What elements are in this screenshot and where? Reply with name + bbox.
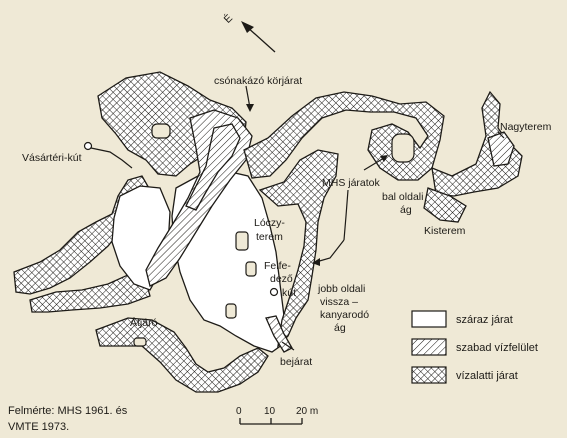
boat-circuit-channel-2 — [185, 123, 241, 211]
label-jobb-2: vissza – — [320, 296, 358, 308]
pillar-4 — [151, 123, 171, 139]
felfedezo-well-icon — [269, 287, 279, 297]
label-atjaro: Átjáró — [130, 316, 158, 329]
label-jobb-1: jobb oldali — [317, 283, 365, 295]
label-mhs: MHS járatok — [322, 177, 381, 189]
nagyterem-leader — [497, 131, 505, 139]
scale-tick-0: 0 — [236, 406, 242, 417]
legend-label-submerged: vízalatti járat — [456, 370, 518, 382]
vasarteri-well-icon — [83, 141, 93, 151]
csonakazo-arrow-icon — [246, 104, 254, 112]
pillar-1 — [235, 231, 249, 251]
label-jobb-3: kanyarodó — [320, 309, 369, 321]
legend-label-water: szabad vízfelület — [456, 342, 538, 354]
label-bal-2: ág — [400, 204, 412, 216]
label-bejarat: bejárat — [280, 356, 312, 368]
label-kisterem: Kisterem — [424, 225, 466, 237]
vasarteri-well-shaft — [90, 147, 133, 169]
right-return-branch — [258, 149, 339, 348]
legend-swatch-dry — [411, 310, 447, 328]
north-arrow-icon: É — [221, 12, 276, 53]
pillar-6 — [133, 337, 147, 347]
label-loczy-1: Lóczy- — [254, 217, 285, 229]
label-jobb-4: ág — [334, 322, 346, 334]
label-felfedezo-1: Felfe- — [264, 260, 291, 272]
southwest-submerged-branch — [29, 273, 151, 313]
nagyterem-pool — [487, 131, 515, 167]
pillar-3 — [225, 303, 237, 319]
label-nagyterem: Nagyterem — [500, 121, 552, 133]
scale-bar: 0 10 20 m — [236, 406, 318, 425]
mhs-submerged-passages — [243, 91, 445, 181]
pillar-5 — [391, 133, 415, 163]
bejarat-leader — [281, 341, 295, 351]
kisterem-branch — [423, 187, 467, 223]
mhs-leader — [363, 157, 385, 171]
cave-system — [13, 71, 523, 393]
label-felfedezo-3: kút — [282, 287, 296, 299]
legend-swatch-water — [411, 338, 447, 356]
legend-label-dry: száraz járat — [456, 314, 513, 326]
label-felfedezo-2: dező — [270, 273, 293, 285]
southern-submerged-arc — [95, 317, 269, 393]
jobb-arrow-icon — [312, 258, 320, 266]
jobb-leader-2 — [315, 239, 345, 263]
credit-line-1: Felmérte: MHS 1961. és — [8, 405, 128, 417]
scale-tick-10: 10 — [264, 406, 276, 417]
pillar-2 — [245, 261, 257, 277]
label-csonakazo: csónakázó körjárat — [214, 75, 302, 87]
legend-swatch-submerged — [411, 366, 447, 384]
label-loczy-2: terem — [256, 231, 283, 243]
scale-tick-20: 20 m — [296, 406, 318, 417]
label-vasarteri: Vásártéri-kút — [22, 152, 82, 164]
credit-line-2: VMTE 1973. — [8, 421, 69, 433]
jobb-leader — [343, 189, 349, 241]
legend: száraz járat szabad vízfelület vízalatti… — [411, 310, 538, 384]
mhs-arrow-icon — [380, 155, 388, 162]
label-bal-1: bal oldali — [382, 191, 423, 203]
north-letter: É — [221, 12, 235, 26]
